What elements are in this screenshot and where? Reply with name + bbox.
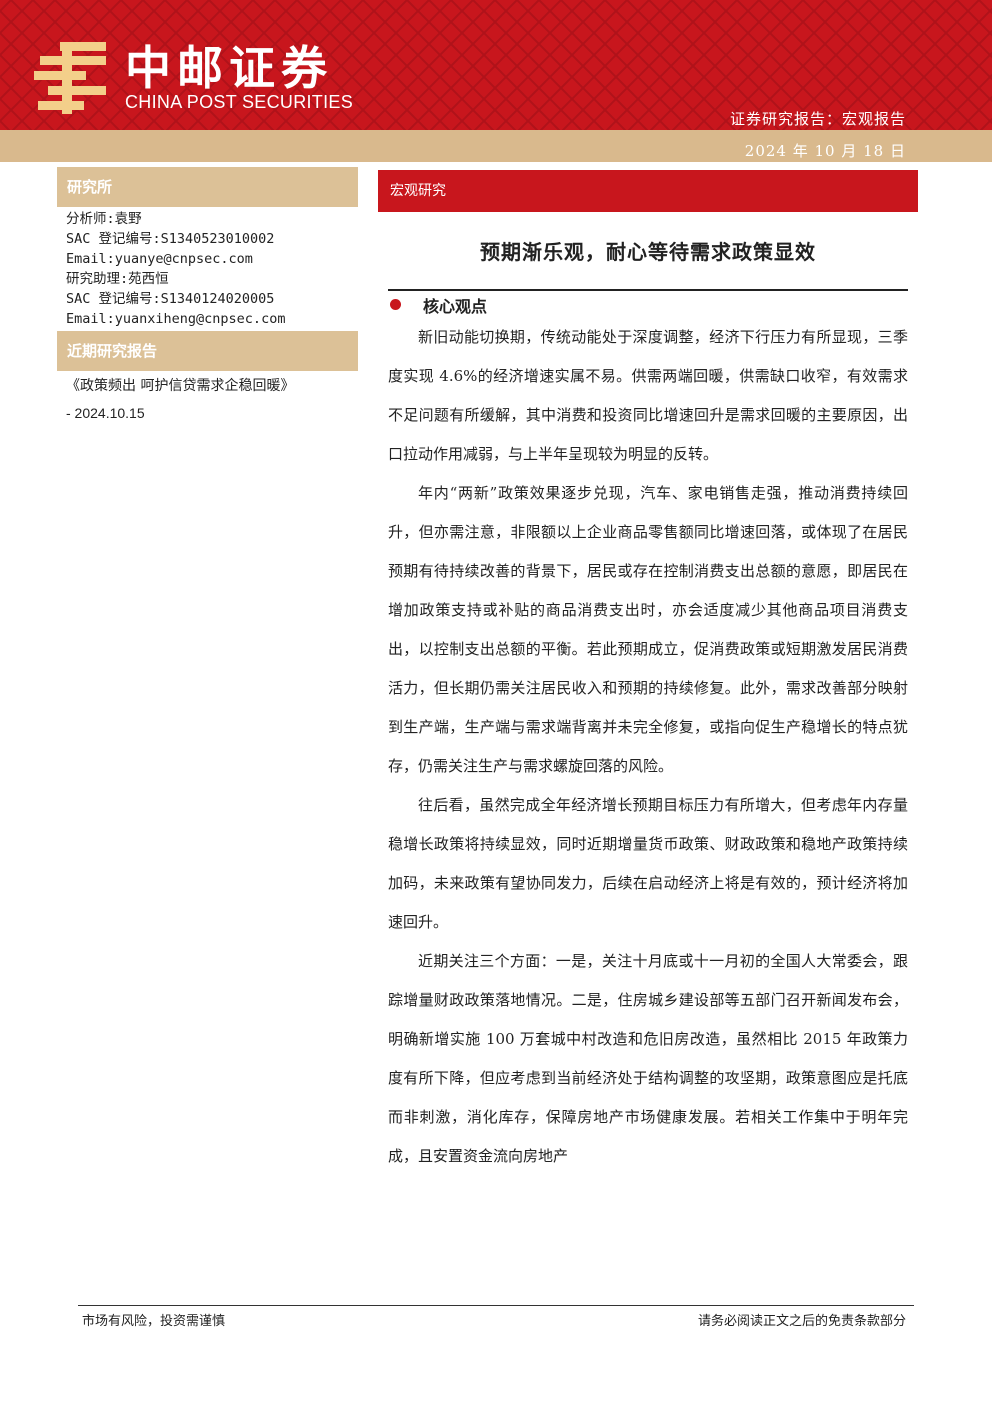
assistant-sac-number: SAC 登记编号:S1340124020005 <box>66 291 275 307</box>
title-divider <box>388 289 908 291</box>
sidebar-institute-heading: 研究所 <box>57 167 358 207</box>
body-paragraph-2: 年内“两新”政策效果逐步兑现，汽车、家电销售走强，推动消费持续回升，但亦需注意，… <box>388 484 908 775</box>
section-bar-macro: 宏观研究 <box>378 170 918 212</box>
report-body: 新旧动能切换期，传统动能处于深度调整，经济下行压力有所显现，三季度实现 4.6%… <box>388 318 908 1176</box>
footer-divider <box>78 1305 914 1306</box>
logo-english-name: CHINA POST SECURITIES <box>125 92 354 112</box>
footer-disclaimer-notice: 请务必阅读正文之后的免责条款部分 <box>697 1314 906 1329</box>
body-paragraph-1: 新旧动能切换期，传统动能处于深度调整，经济下行压力有所显现，三季度实现 4.6%… <box>388 328 908 463</box>
assistant-name: 研究助理:苑西恒 <box>66 271 169 287</box>
bullet-dot-icon <box>390 299 401 310</box>
analyst-email[interactable]: Email:yuanye@cnpsec.com <box>66 251 253 267</box>
sidebar-recent-heading: 近期研究报告 <box>57 331 358 371</box>
footer-risk-notice: 市场有风险，投资需谨慎 <box>82 1314 226 1329</box>
assistant-email[interactable]: Email:yuanxiheng@cnpsec.com <box>66 311 286 327</box>
logo-chinese-name: 中邮证券 <box>125 41 333 95</box>
report-type: 证券研究报告：宏观报告 <box>729 110 906 128</box>
banner-pattern <box>0 0 992 130</box>
report-date: 2024 年 10 月 18 日 <box>744 142 906 160</box>
header-banner: 中邮证券 CHINA POST SECURITIES 证券研究报告：宏观报告 <box>0 0 992 130</box>
body-paragraph-4: 近期关注三个方面：一是，关注十月底或十一月初的全国人大常委会，跟踪增量财政政策落… <box>388 952 908 1165</box>
china-post-logo-icon <box>34 42 106 114</box>
analyst-sac-number: SAC 登记编号:S1340523010002 <box>66 231 275 247</box>
header-gold-band <box>0 130 992 162</box>
analyst-name: 分析师:袁野 <box>66 211 142 227</box>
recent-report-date: - 2024.10.15 <box>66 405 145 421</box>
body-paragraph-3: 往后看，虽然完成全年经济增长预期目标压力有所增大，但考虑年内存量稳增长政策将持续… <box>388 796 908 931</box>
report-title: 预期渐乐观，耐心等待需求政策显效 <box>480 240 816 264</box>
core-viewpoint-heading: 核心观点 <box>423 297 488 316</box>
recent-report-title[interactable]: 《政策频出 呵护信贷需求企稳回暖》 <box>66 378 295 394</box>
